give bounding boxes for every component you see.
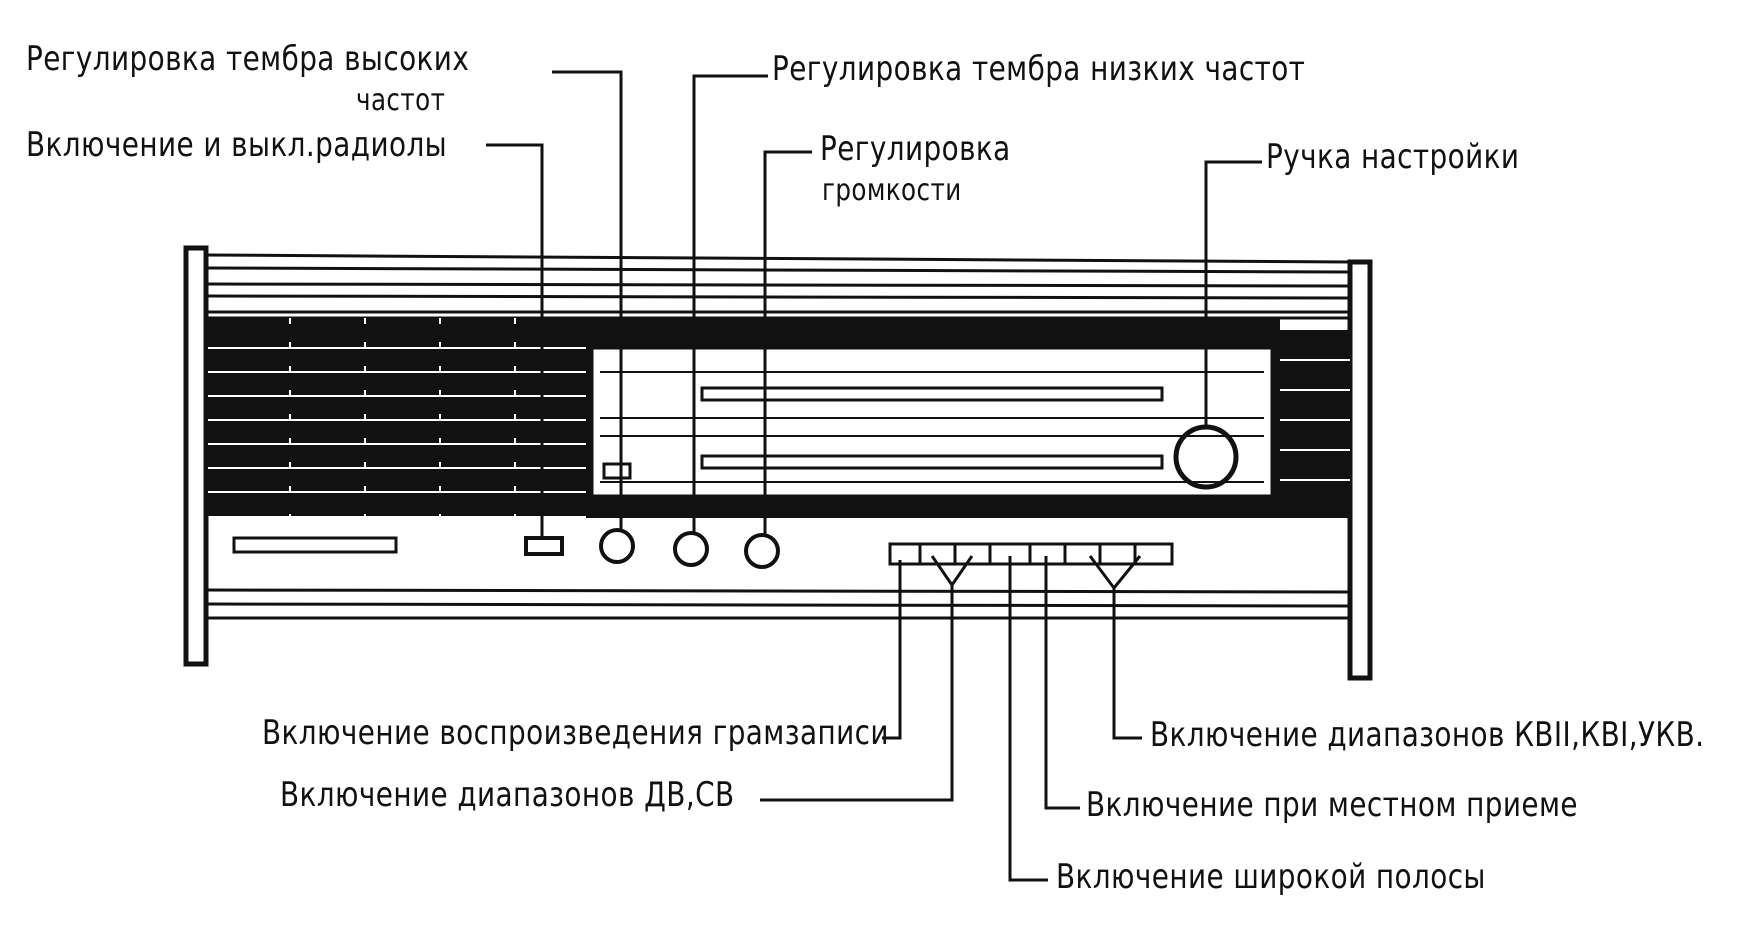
label-tuning: Ручка настройки	[1266, 137, 1520, 177]
dial-window	[586, 318, 1280, 518]
label-volume-line2: громкости	[822, 173, 962, 208]
phono-slot	[232, 536, 398, 554]
push-button-bank	[888, 542, 1174, 566]
right-post	[1347, 259, 1373, 681]
speaker-grille-left	[208, 318, 586, 516]
control-panel	[232, 424, 1239, 569]
lower-band	[208, 500, 1350, 514]
label-treble: Регулировка тембра высоких	[26, 39, 470, 79]
speaker-grille-right	[1280, 330, 1350, 518]
label-volume: Регулировка	[820, 129, 1011, 169]
power-switch	[524, 536, 564, 556]
bass-knob	[673, 531, 709, 567]
volume-knob	[744, 533, 780, 569]
label-kv-ukv: Включение диапазонов КВII,КВI,УКВ.	[1150, 715, 1705, 755]
leader-lines	[486, 70, 1262, 882]
top-rails	[205, 253, 1351, 320]
label-lw-mw: Включение диапазонов ДВ,СВ	[280, 775, 735, 815]
label-bass: Регулировка тембра низких частот	[772, 49, 1306, 89]
label-wideband: Включение широкой полосы	[1056, 857, 1486, 897]
left-post	[183, 245, 209, 667]
bottom-rails	[205, 588, 1351, 620]
label-phono: Включение воспроизведения грамзаписи	[262, 713, 889, 753]
label-local: Включение при местном приеме	[1086, 785, 1578, 825]
treble-knob	[599, 528, 635, 564]
label-treble-line2: частот	[356, 83, 446, 118]
label-power: Включение и выкл.радиолы	[26, 125, 448, 165]
